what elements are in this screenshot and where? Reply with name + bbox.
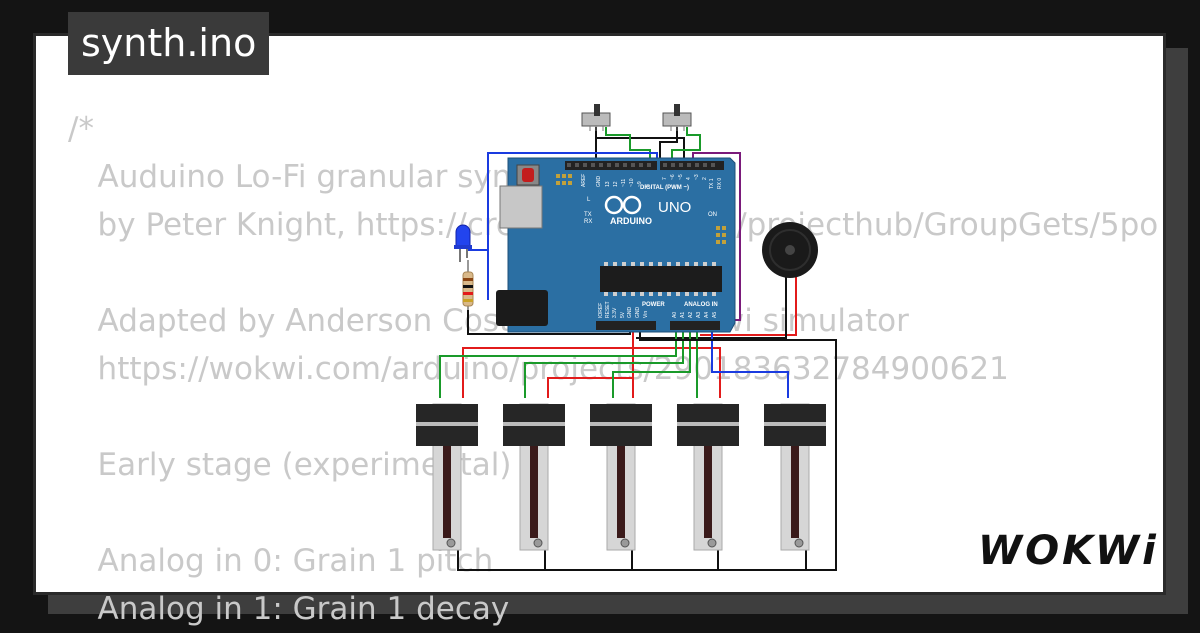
power-label: POWER xyxy=(642,302,665,308)
digital-pin-label: ~10 xyxy=(629,178,635,187)
power-pin-label: IOREF xyxy=(598,303,604,318)
wire-red xyxy=(462,330,634,398)
arduino-uno-board[interactable]: UNO ARDUINO DIGITAL (PWM ~) POWER ANALOG… xyxy=(496,157,736,333)
power-pin-label: RESET xyxy=(605,301,611,318)
buzzer-icon[interactable] xyxy=(762,222,818,278)
digital-label: DIGITAL (PWM ~) xyxy=(640,185,689,191)
digital-pin-label: ~9 xyxy=(637,181,643,187)
arduino-infinity-icon xyxy=(604,195,624,215)
digital-pin-label: ~6 xyxy=(670,174,676,180)
slide-switch-1[interactable] xyxy=(581,104,611,131)
wire-green xyxy=(671,127,701,165)
tx-label: TX xyxy=(584,212,592,218)
atmega-chip xyxy=(600,266,722,292)
code-line: by Peter Knight, https://create.arduino.… xyxy=(97,207,1159,243)
board-brand: ARDUINO xyxy=(610,216,652,226)
code-preview: /* Auduino Lo-Fi granular synth by Peter… xyxy=(68,105,1158,633)
digital-header-low xyxy=(660,161,724,170)
slide-switch-2[interactable] xyxy=(662,104,692,131)
wire-black xyxy=(595,127,685,165)
digital-pin-label: 13 xyxy=(605,181,611,187)
wire-black xyxy=(659,127,678,165)
power-header xyxy=(596,321,656,330)
digital-pin-label: RX 0 xyxy=(717,178,723,189)
digital-pin-label: ~11 xyxy=(621,179,627,187)
analog-label: ANALOG IN xyxy=(684,302,718,308)
aref-label: AREF xyxy=(581,174,587,187)
power-pin-label: Vin xyxy=(643,311,649,318)
slide-potentiometer-2[interactable] xyxy=(503,403,565,551)
led-icon[interactable] xyxy=(454,224,472,262)
slide-potentiometer-4[interactable] xyxy=(677,403,739,551)
wokwi-logo-text: WOKWi xyxy=(978,528,1159,574)
on-label: ON xyxy=(708,212,717,218)
power-pin-label: 5V xyxy=(620,311,626,318)
code-line: /* xyxy=(68,111,94,147)
slide-potentiometer-1[interactable] xyxy=(416,403,478,551)
usb-port xyxy=(499,185,543,229)
gnd-label: GND xyxy=(596,176,602,188)
code-line: Early stage (experimental) xyxy=(68,447,512,483)
wire-green xyxy=(524,330,684,398)
file-tab-title: synth.ino xyxy=(81,21,257,65)
digital-pin-label: 8 xyxy=(645,184,651,187)
board-model: UNO xyxy=(658,199,691,216)
analog-pin-label: A2 xyxy=(688,312,694,318)
wokwi-logo: WOKWi xyxy=(978,528,1159,574)
analog-header xyxy=(670,321,720,330)
wires xyxy=(439,127,837,571)
power-pin-label: GND xyxy=(627,307,633,319)
resistor-icon xyxy=(462,260,474,310)
code-line: Analog in 0: Grain 1 pitch xyxy=(68,543,494,579)
analog-pin-label: A5 xyxy=(712,312,718,318)
wire-black xyxy=(457,330,837,571)
analog-pin-label: A3 xyxy=(696,312,702,318)
analog-pin-label: A0 xyxy=(672,312,678,318)
file-tab[interactable]: synth.ino xyxy=(68,12,270,75)
code-line: Analog in 1: Grain 1 decay xyxy=(68,591,510,627)
digital-pin-label: ~5 xyxy=(678,174,684,180)
wire-blue xyxy=(711,330,789,398)
digital-pin-label: 12 xyxy=(613,181,619,187)
wire-black xyxy=(636,270,787,339)
digital-pin-label: TX 1 xyxy=(709,178,715,189)
digital-pin-label: 7 xyxy=(662,177,668,180)
power-jack xyxy=(496,290,548,326)
digital-pin-label: ~3 xyxy=(694,174,700,180)
slide-potentiometer-5[interactable] xyxy=(764,403,826,551)
wire-red xyxy=(700,270,797,336)
analog-pin-label: A4 xyxy=(704,312,710,318)
digital-pin-label: 4 xyxy=(686,177,692,180)
slide-potentiometer-3[interactable] xyxy=(590,403,652,551)
wire-green xyxy=(612,330,691,398)
rx-label: RX xyxy=(584,219,592,225)
power-pin-label: GND xyxy=(635,307,641,319)
analog-pin-label: A1 xyxy=(680,312,686,318)
wire-green xyxy=(439,330,677,398)
power-pin-label: 3.3V xyxy=(612,307,618,318)
l-label: L xyxy=(587,197,591,203)
digital-pin-label: 2 xyxy=(702,177,708,180)
